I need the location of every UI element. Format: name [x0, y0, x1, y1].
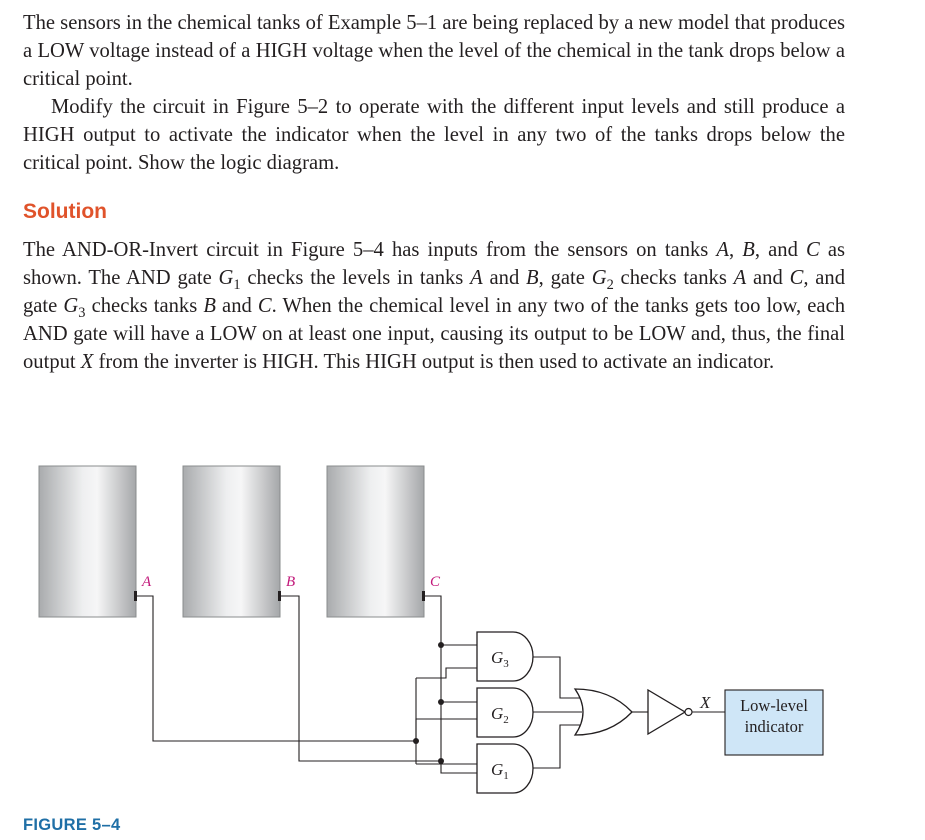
- problem-paragraph-1: The sensors in the chemical tanks of Exa…: [23, 12, 845, 90]
- gate-g2-label: G2: [491, 704, 509, 726]
- tank-c-label: C: [430, 574, 441, 590]
- inverter-bubble: [684, 707, 693, 717]
- output-x-label: X: [699, 693, 711, 712]
- indicator-line-2: indicator: [745, 717, 804, 736]
- figure-label: FIGURE 5–4: [23, 816, 121, 834]
- and-gate-g2: [476, 687, 534, 738]
- solution-paragraph: The AND-OR-Invert circuit in Figure 5–4 …: [23, 239, 846, 373]
- tank-b: [182, 465, 281, 618]
- or-gate: [573, 688, 633, 736]
- solution-heading: Solution: [23, 200, 107, 223]
- problem-paragraph-2: Modify the circuit in Figure 5–2 to oper…: [23, 96, 845, 174]
- wires: [134, 591, 725, 774]
- tank-a-label: A: [141, 574, 152, 590]
- low-level-indicator: [724, 689, 824, 756]
- inverter-triangle: [647, 688, 687, 736]
- and-gate-g3: [476, 631, 534, 682]
- and-gate-g1: [476, 743, 534, 794]
- indicator-line-1: Low-level: [740, 696, 808, 715]
- tank-c: [326, 465, 425, 618]
- tank-b-label: B: [286, 574, 295, 590]
- tank-a: [38, 465, 137, 618]
- gate-g3-label: G3: [491, 648, 509, 670]
- gate-g1-label: G1: [491, 760, 509, 782]
